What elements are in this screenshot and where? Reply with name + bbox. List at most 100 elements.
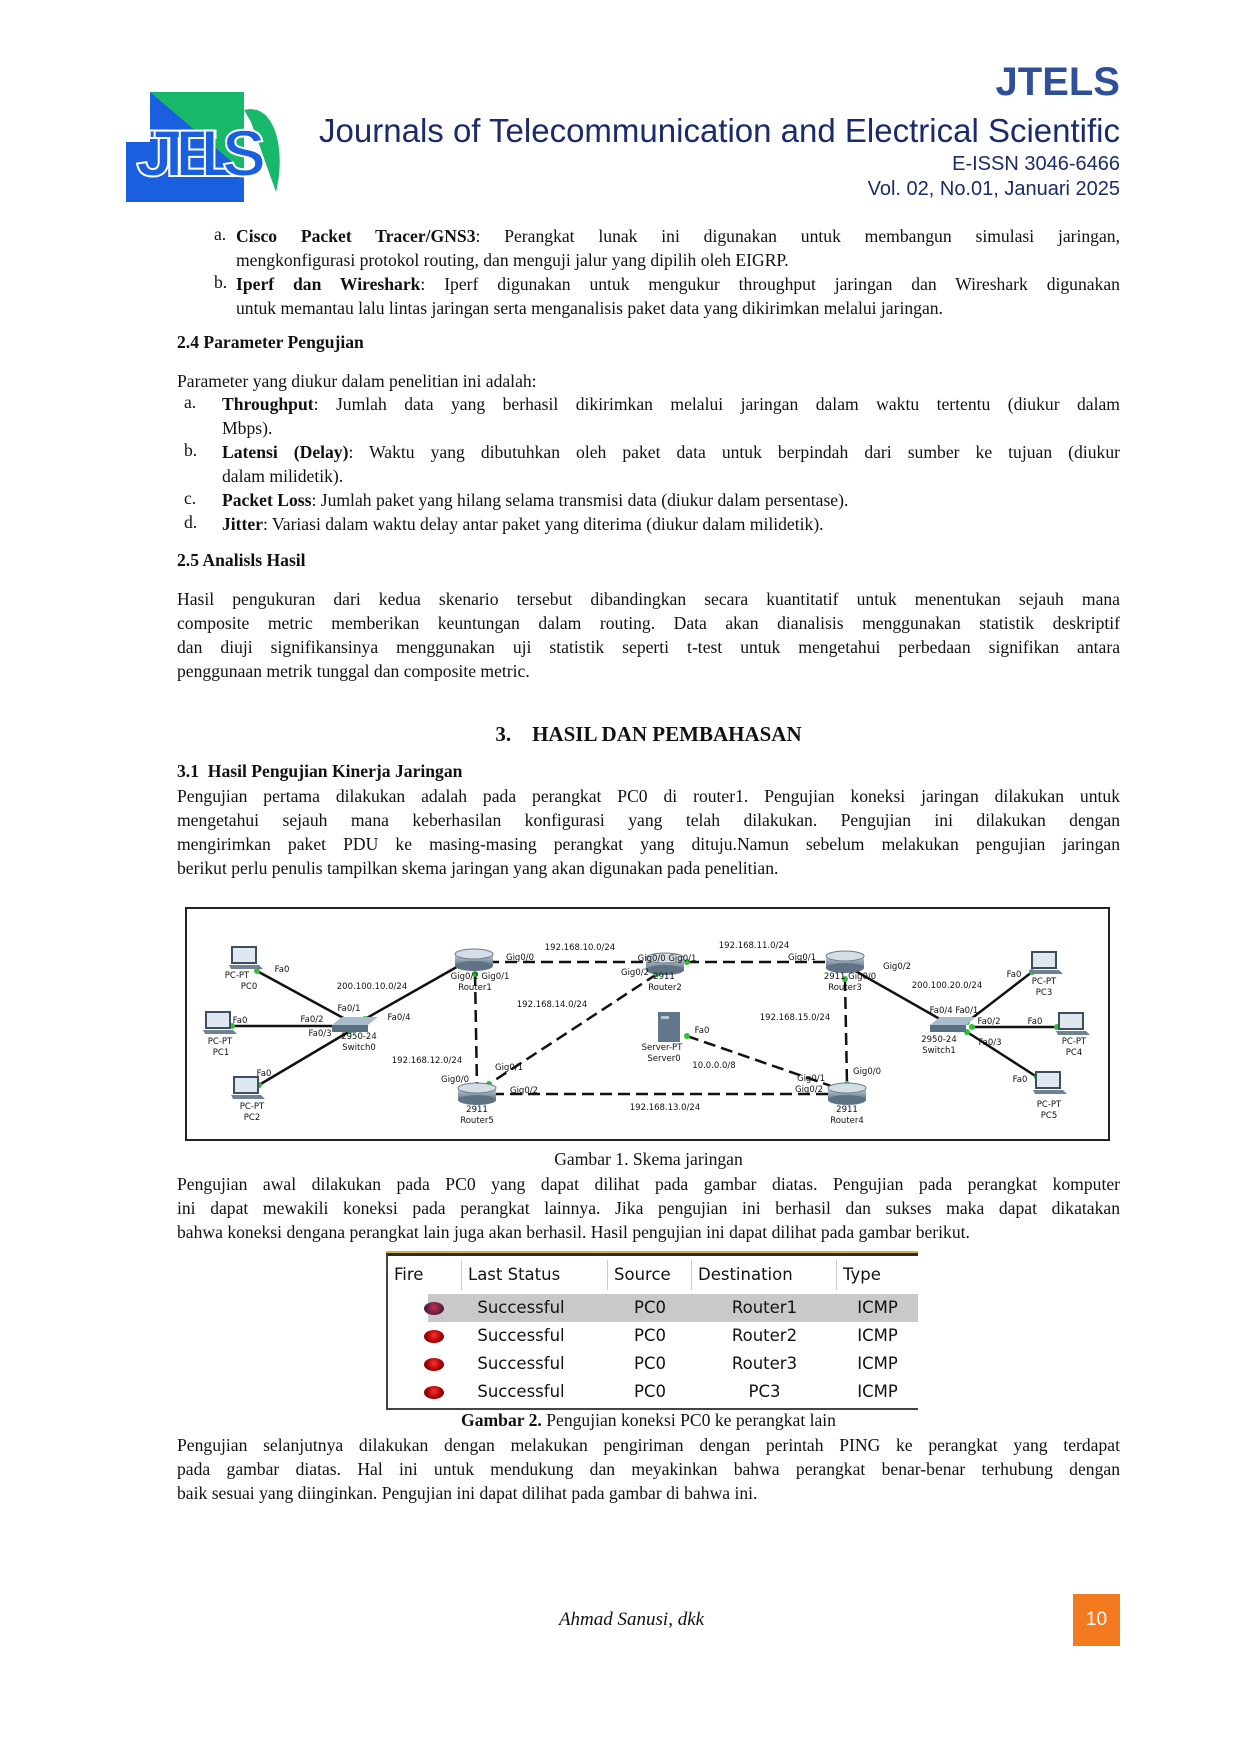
diagram-label: Fa0/3 <box>979 1038 1002 1048</box>
router5-router-icon[interactable] <box>457 1082 497 1105</box>
diagram-label: PC4 <box>1066 1048 1082 1058</box>
diagram-label: Gig0/1 <box>495 1063 523 1073</box>
diagram-label: PC5 <box>1041 1111 1057 1121</box>
list-item-text: Packet Loss: Jumlah paket yang hilang se… <box>222 490 849 510</box>
fire-indicator-icon[interactable] <box>424 1330 444 1343</box>
diagram-label: Gig0/1 <box>788 953 816 963</box>
cell-type: ICMP <box>857 1326 898 1345</box>
column-header[interactable]: Source <box>608 1260 692 1290</box>
svg-text:JTELS: JTELS <box>136 116 266 190</box>
pc5-computer-icon[interactable] <box>1033 1071 1067 1094</box>
router3-router-icon[interactable] <box>825 950 865 973</box>
chapter-heading: 3. HASIL DAN PEMBAHASAN <box>495 722 802 746</box>
diagram-label: 2911 <box>466 1105 488 1115</box>
pc1-computer-icon[interactable] <box>203 1011 237 1034</box>
diagram-label: Router3 <box>828 983 862 993</box>
column-header[interactable]: Destination <box>692 1260 837 1290</box>
port-status-icon <box>254 968 260 974</box>
pc3-computer-icon[interactable] <box>1029 951 1063 974</box>
diagram-label: 192.168.12.0/24 <box>392 1056 462 1066</box>
link-dashed <box>843 978 849 1085</box>
paragraph-line: Hasil pengukuran dari kedua skenario ter… <box>177 589 1120 609</box>
link-solid <box>966 1030 1038 1079</box>
paragraph-line: mengetahui sejauh mana keberhasilan konf… <box>177 810 1120 830</box>
port-status-icon <box>684 1033 690 1039</box>
diagram-label: Fa0 <box>1013 1075 1028 1085</box>
paragraph-line: mengirimkan paket PDU ke masing-masing p… <box>177 834 1120 854</box>
pc0-computer-icon[interactable] <box>229 946 263 969</box>
cell-status: Successful <box>477 1298 565 1317</box>
list-item-text: untuk memantau lalu lintas jaringan sert… <box>236 298 943 318</box>
paragraph-line: baik sesuai yang diinginkan. Pengujian i… <box>177 1483 758 1503</box>
paragraph-line: pada gambar diatas. Hal ini untuk menduk… <box>177 1459 1120 1479</box>
brand-title: JTELS <box>995 60 1120 104</box>
router4-router-icon[interactable] <box>827 1082 867 1105</box>
column-header[interactable]: Type <box>843 1265 881 1284</box>
paragraph-line: berikut perlu penulis tampilkan skema ja… <box>177 858 779 878</box>
cell-destination: Router3 <box>731 1354 798 1373</box>
list-marker: d. <box>184 512 198 532</box>
switch1-switch-icon[interactable] <box>930 1017 976 1032</box>
section-heading: 2.4 Parameter Pengujian <box>177 332 364 352</box>
diagram-label: 2911 Gig0/0 <box>824 972 876 982</box>
volume-info: Vol. 02, No.01, Januari 2025 <box>867 178 1120 200</box>
router2-router-icon[interactable] <box>645 952 685 975</box>
fire-indicator-icon[interactable] <box>424 1358 444 1371</box>
diagram-label: Fa0/2 <box>978 1017 1001 1027</box>
diagram-label: Gig0/0 Gig0/1 <box>638 954 697 964</box>
fire-indicator-icon[interactable] <box>424 1302 444 1315</box>
diagram-label: Fa0/1 <box>338 1004 361 1014</box>
diagram-label: Server-PT <box>642 1043 684 1053</box>
cell-status: Successful <box>477 1354 565 1373</box>
switch0-switch-icon[interactable] <box>332 1017 378 1032</box>
diagram-label: 200.100.10.0/24 <box>337 982 407 992</box>
diagram-label: Gig0/0 <box>441 1075 469 1085</box>
diagram-label: Gig0/2 <box>795 1085 823 1095</box>
list-marker: b. <box>184 440 198 460</box>
diagram-label: Gig0/2 Gig0/1 <box>451 972 510 982</box>
paragraph-line: composite metric memberikan keuntungan d… <box>177 613 1120 633</box>
port-status-icon <box>842 976 848 982</box>
diagram-label: Server0 <box>647 1054 680 1064</box>
diagram-label: Router5 <box>460 1116 494 1126</box>
diagram-label: Fa0 <box>1028 1017 1043 1027</box>
fire-indicator-icon[interactable] <box>424 1386 444 1399</box>
diagram-label: 192.168.15.0/24 <box>760 1013 830 1023</box>
paragraph-line: dan diuji signifikansinya menggunakan uj… <box>177 637 1120 657</box>
diagram-label: Gig0/0 <box>506 953 534 963</box>
cell-source: PC0 <box>634 1354 666 1373</box>
column-header[interactable]: Fire <box>388 1260 462 1290</box>
list-item-text: Throughput: Jumlah data yang berhasil di… <box>222 394 1120 414</box>
diagram-label: PC-PT <box>208 1037 233 1047</box>
diagram-label: Fa0/2 <box>301 1015 324 1025</box>
link-solid <box>256 969 348 1022</box>
paragraph-line: bahwa koneksi dengana perangkat lain jug… <box>177 1222 970 1242</box>
port-status-icon <box>969 1024 975 1030</box>
column-header[interactable]: Last Status <box>462 1260 608 1290</box>
journal-logo: JTELS <box>126 92 284 202</box>
list-item-text: dalam milidetik). <box>222 466 344 486</box>
cell-status: Successful <box>477 1326 565 1345</box>
diagram-label: Router1 <box>458 983 492 993</box>
list-marker: c. <box>184 488 197 508</box>
diagram-label: Router2 <box>648 983 682 993</box>
pc2-computer-icon[interactable] <box>231 1076 265 1099</box>
port-status-icon <box>472 971 478 977</box>
list-item-text: mengkonfigurasi protokol routing, dan me… <box>236 250 789 270</box>
diagram-label: Gig0/2 <box>510 1086 538 1096</box>
list-item-text: Mbps). <box>222 418 273 438</box>
diagram-label: Fa0/4 Fa0/1 <box>930 1006 979 1016</box>
diagram-label: 200.100.20.0/24 <box>912 981 982 991</box>
diagram-label: Fa0/4 <box>388 1013 411 1023</box>
port-status-icon <box>684 959 690 965</box>
server0-server-icon[interactable] <box>658 1012 680 1042</box>
router1-router-icon[interactable] <box>454 948 494 971</box>
pdu-status-table: Fire Last Status Source Destination Type… <box>386 1253 918 1410</box>
pc4-computer-icon[interactable] <box>1056 1012 1090 1035</box>
link-solid <box>258 1029 351 1087</box>
